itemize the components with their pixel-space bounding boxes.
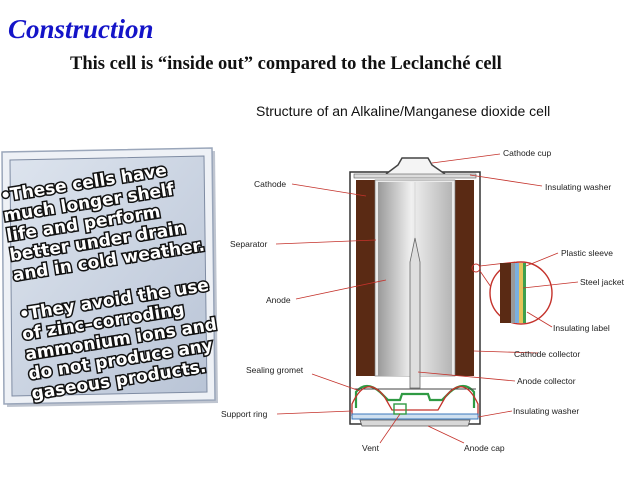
label-separator: Separator	[230, 239, 267, 249]
diagram-labels: Cathode cup Cathode Insulating washer Se…	[221, 148, 625, 453]
slide-subtitle: This cell is “inside out” compared to th…	[70, 54, 502, 74]
cathode-cup	[385, 157, 446, 175]
label-anode: Anode	[266, 295, 291, 305]
label-sealing-gromet: Sealing gromet	[246, 365, 304, 375]
label-anode-cap: Anode cap	[464, 443, 505, 453]
label-cathode-cup: Cathode cup	[503, 148, 551, 158]
label-steel-jacket: Steel jacket	[580, 277, 625, 287]
slide-title: Construction	[8, 14, 154, 44]
leader-lines	[275, 153, 579, 444]
label-vent: Vent	[362, 443, 380, 453]
insulating-washer-top	[353, 173, 477, 179]
label-support-ring: Support ring	[221, 409, 268, 419]
label-anode-collector: Anode collector	[517, 376, 576, 386]
label-plastic-sleeve: Plastic sleeve	[561, 248, 613, 258]
battery-diagram	[349, 157, 553, 427]
insulating-washer-bottom	[351, 413, 479, 420]
diagram-title: Structure of an Alkaline/Manganese dioxi…	[256, 103, 551, 119]
label-insulating-label: Insulating label	[553, 323, 610, 333]
sealing-gromet	[354, 384, 476, 408]
anode-cap	[359, 419, 471, 427]
note2-bullet: •	[18, 304, 32, 325]
label-cathode-collector: Cathode collector	[514, 349, 580, 359]
label-insulating-washer-top: Insulating washer	[545, 182, 611, 192]
label-cathode: Cathode	[254, 179, 286, 189]
wall-magnifier	[471, 261, 553, 325]
label-insulating-washer-bottom: Insulating washer	[513, 406, 579, 416]
support-ring	[351, 386, 479, 416]
anode-collector	[409, 237, 421, 389]
note-board: • These cells have much longer shelf lif…	[0, 147, 220, 407]
